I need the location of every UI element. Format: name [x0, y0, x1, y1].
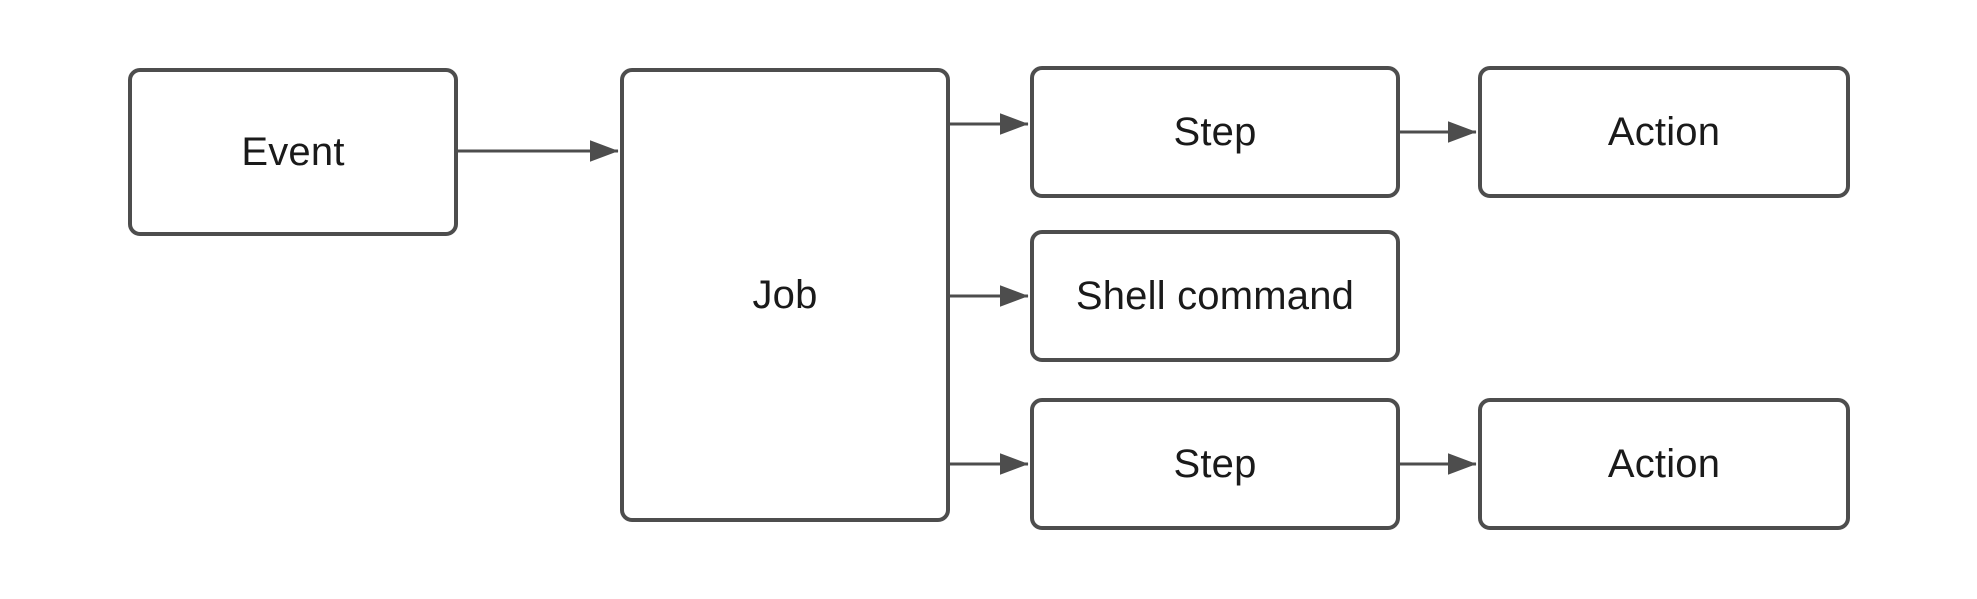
node-step-bottom[interactable]: Step: [1030, 398, 1400, 530]
node-step-bottom-label: Step: [1173, 442, 1257, 486]
node-job[interactable]: Job: [620, 68, 950, 522]
node-action-top[interactable]: Action: [1478, 66, 1850, 198]
node-action-bottom[interactable]: Action: [1478, 398, 1850, 530]
node-job-label: Job: [752, 273, 818, 317]
node-action-bottom-label: Action: [1607, 442, 1721, 486]
node-step-top[interactable]: Step: [1030, 66, 1400, 198]
node-action-top-label: Action: [1607, 110, 1721, 154]
node-shell-command[interactable]: Shell command: [1030, 230, 1400, 362]
node-shell-command-label: Shell command: [1075, 274, 1355, 318]
node-step-top-label: Step: [1173, 110, 1257, 154]
node-event[interactable]: Event: [128, 68, 458, 236]
node-event-label: Event: [241, 130, 345, 174]
